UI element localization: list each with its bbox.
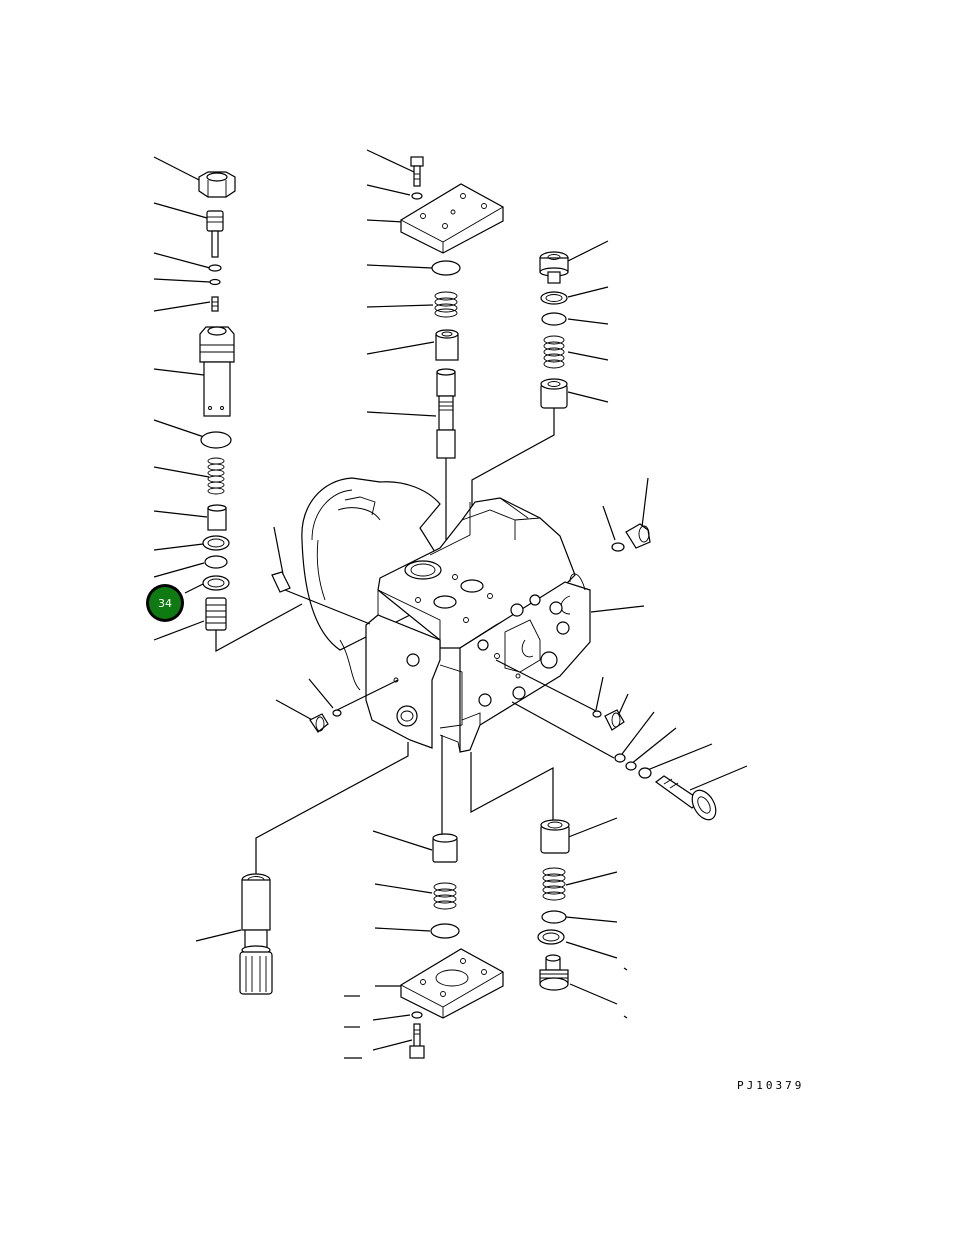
callout-fill <box>149 587 181 619</box>
o-ring-small <box>208 264 222 272</box>
hex-nut <box>198 171 236 198</box>
plug <box>539 251 569 284</box>
o-ring <box>430 923 460 939</box>
plug-right-mid <box>604 709 625 731</box>
pin-left <box>271 571 371 625</box>
bottom-center-stack <box>344 735 504 1059</box>
o-ring-small <box>592 710 602 718</box>
plug-right-top <box>625 523 651 549</box>
bottom-right-stack <box>470 752 628 1019</box>
o-ring <box>204 555 228 569</box>
bottom-left-sleeve <box>195 742 409 995</box>
piston <box>540 819 570 854</box>
o-ring-small <box>614 753 626 763</box>
cover-plate <box>400 948 504 1019</box>
spring <box>434 291 458 318</box>
spring <box>542 867 566 901</box>
o-ring-small <box>625 761 637 771</box>
top-right-stack <box>471 240 609 585</box>
left-valve-stack <box>153 156 303 653</box>
spring <box>207 457 225 495</box>
o-ring-small <box>638 767 652 779</box>
plug-left <box>309 713 329 733</box>
washer <box>411 192 423 200</box>
spool <box>436 368 456 459</box>
figure-code: PJ10379 <box>737 1079 804 1092</box>
o-ring <box>200 431 232 449</box>
pin <box>211 296 219 312</box>
piston <box>540 378 568 409</box>
callout-number: 34 <box>158 597 172 610</box>
bolt <box>409 1023 425 1059</box>
piston <box>207 504 227 531</box>
bolt <box>410 156 424 187</box>
backup-ring <box>202 575 230 591</box>
washer <box>411 1011 423 1019</box>
o-ring <box>541 910 567 924</box>
o-ring-small <box>611 542 625 552</box>
plug <box>539 954 569 991</box>
backup-ring <box>540 291 568 305</box>
plug <box>205 597 227 631</box>
adjust-screw <box>206 210 224 258</box>
banjo-bolt <box>654 775 717 821</box>
housing-leaders <box>273 477 748 791</box>
spring <box>433 882 457 910</box>
cap <box>435 329 459 361</box>
o-ring-small <box>332 709 342 717</box>
top-center-stack <box>366 149 504 588</box>
valve-housing <box>301 477 591 753</box>
o-ring <box>431 260 461 276</box>
o-ring-small <box>209 278 221 286</box>
spring <box>543 335 565 369</box>
cover-plate <box>400 183 504 254</box>
backup-ring <box>202 535 230 551</box>
port <box>404 560 442 580</box>
cap <box>432 833 458 863</box>
callout-badge[interactable]: 34 <box>146 584 184 622</box>
o-ring <box>541 312 567 326</box>
backup-ring <box>537 929 565 945</box>
valve-sleeve <box>199 326 235 417</box>
